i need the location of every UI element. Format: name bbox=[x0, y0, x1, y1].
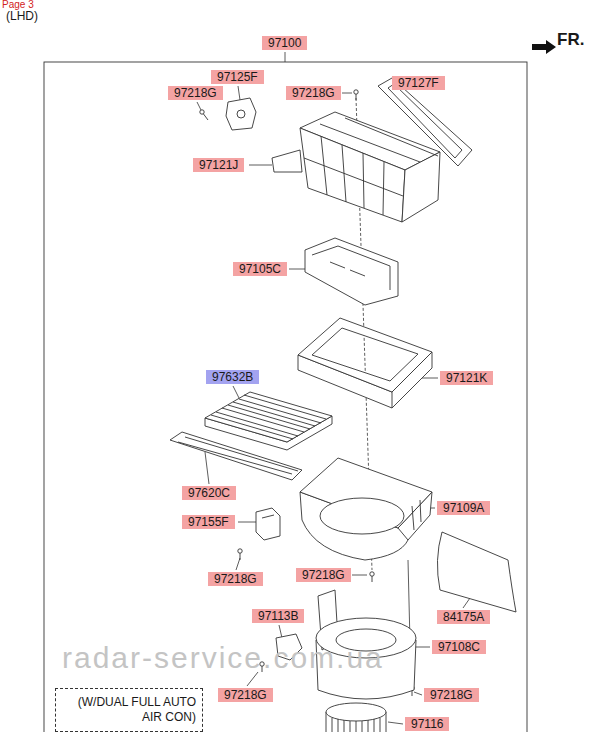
resistor bbox=[276, 634, 302, 660]
blower-housing bbox=[316, 590, 416, 699]
case-frame bbox=[298, 318, 432, 408]
direction-arrow bbox=[532, 40, 556, 54]
resistor bbox=[256, 508, 280, 540]
callout-number: 97155F bbox=[182, 515, 235, 529]
cabin-filter bbox=[205, 392, 332, 450]
callout-number: 97218G bbox=[208, 572, 263, 586]
pad bbox=[437, 532, 516, 612]
callout-number: 97218G bbox=[424, 688, 479, 702]
filter-cover bbox=[170, 432, 302, 480]
callout-number: 97125F bbox=[211, 70, 264, 84]
intake-housing bbox=[272, 112, 440, 222]
callout-number: 84175A bbox=[437, 610, 490, 624]
leader-lines bbox=[197, 52, 470, 724]
callout-number: 97127F bbox=[392, 76, 445, 90]
variant-label: (LHD) bbox=[6, 9, 38, 23]
callout-number: 97218G bbox=[286, 86, 341, 100]
callout-number: 97121K bbox=[440, 371, 493, 385]
blower-fan bbox=[326, 703, 386, 732]
callout-number: 97632B bbox=[206, 370, 259, 384]
tray bbox=[305, 238, 398, 305]
callout-number: 97218G bbox=[168, 86, 223, 100]
callout-number: 97108C bbox=[432, 640, 486, 654]
callout-number: 97109A bbox=[437, 501, 490, 515]
callout-number: 97100 bbox=[262, 36, 307, 50]
callout-number: 97116 bbox=[405, 717, 449, 731]
note-text: (W/DUAL FULL AUTO AIR CON) bbox=[62, 695, 196, 725]
callout-number: 97218G bbox=[218, 688, 273, 702]
actuator bbox=[226, 98, 256, 130]
option-note-box: (W/DUAL FULL AUTO AIR CON) bbox=[55, 688, 203, 732]
assembly-frame bbox=[44, 62, 527, 732]
lower-case bbox=[300, 458, 432, 560]
callout-number: 97218G bbox=[296, 568, 351, 582]
callout-number: 97113B bbox=[252, 609, 304, 623]
callout-number: 97105C bbox=[233, 262, 287, 276]
callout-number: 97620C bbox=[182, 486, 236, 500]
direction-label: FR. bbox=[557, 30, 584, 50]
watermark: radar-service.com.ua bbox=[62, 640, 384, 675]
callout-number: 97121J bbox=[193, 158, 244, 172]
